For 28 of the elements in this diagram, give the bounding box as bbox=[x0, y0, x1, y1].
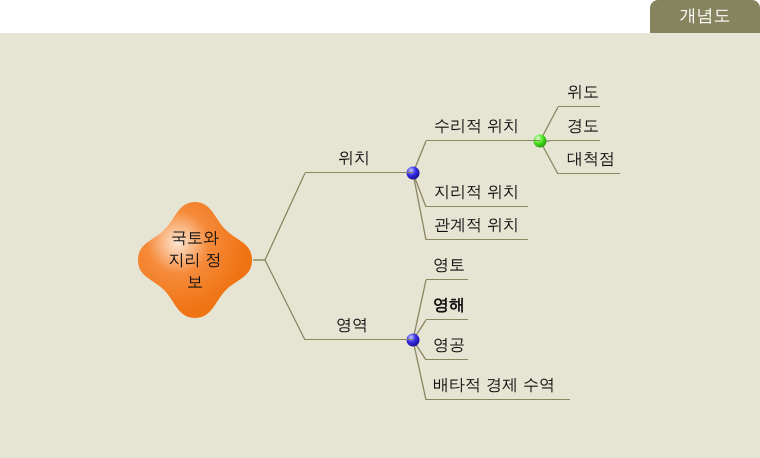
branch-underline bbox=[426, 256, 468, 280]
branch-label: 위치 bbox=[338, 148, 370, 169]
branch-label: 경도 bbox=[567, 116, 599, 137]
central-topic-shape bbox=[137, 201, 253, 319]
connector-line bbox=[253, 259, 306, 340]
branch-label: 대척점 bbox=[567, 149, 615, 170]
branch-label: 수리적 위치 bbox=[434, 116, 520, 137]
branch-underline bbox=[305, 149, 413, 173]
branch-underline bbox=[426, 296, 468, 320]
branch-underline bbox=[305, 316, 413, 340]
branch-underline bbox=[426, 117, 540, 141]
branch-underline bbox=[426, 376, 570, 400]
branch-underline bbox=[550, 117, 600, 141]
branch-label: 영해 bbox=[433, 295, 465, 316]
topic-label: 국토와 지리 정보 bbox=[167, 227, 223, 293]
branch-underline bbox=[558, 150, 620, 174]
branch-underline bbox=[426, 216, 528, 240]
branch-label: 지리적 위치 bbox=[434, 182, 520, 203]
branch-underline bbox=[426, 183, 528, 207]
branch-label: 영토 bbox=[433, 255, 465, 276]
branch-underline bbox=[558, 83, 600, 107]
branch-label: 영공 bbox=[433, 335, 465, 356]
branch-label: 관계적 위치 bbox=[434, 215, 520, 236]
tab-title: 개념도 bbox=[650, 0, 760, 33]
branch-label: 배타적 경제 수역 bbox=[433, 375, 556, 396]
branch-underline bbox=[426, 336, 468, 360]
branch-label: 영역 bbox=[336, 315, 368, 336]
branch-label: 위도 bbox=[567, 82, 599, 103]
